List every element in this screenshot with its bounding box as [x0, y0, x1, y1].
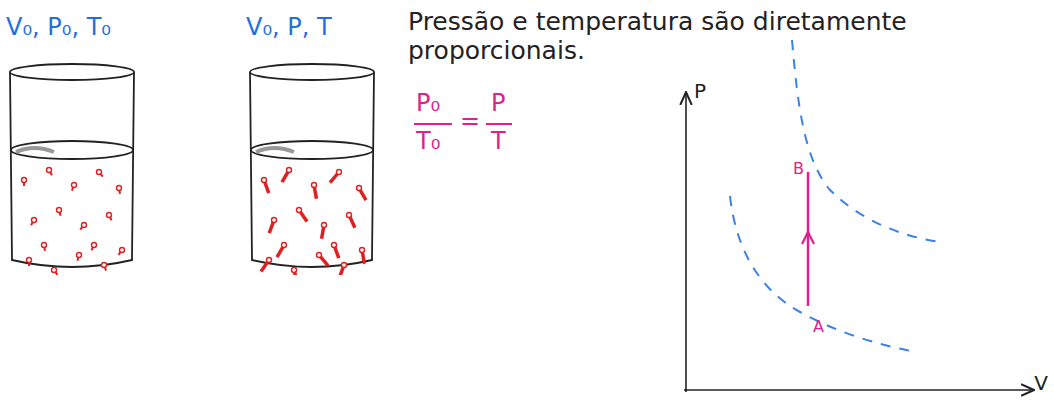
point-label: A	[813, 318, 824, 336]
statement: Pressão e temperatura são diretamente pr…	[408, 8, 1008, 66]
p-axis	[685, 92, 687, 392]
state-label: V₀, P₀, T₀	[6, 14, 111, 42]
point-label: B	[793, 160, 804, 178]
fraction-bar	[414, 123, 452, 125]
process-line	[807, 172, 810, 306]
isotherm	[792, 40, 940, 242]
equation-term: P	[491, 90, 505, 118]
fraction-bar	[486, 123, 512, 125]
process-arrowhead	[802, 232, 814, 244]
axis-label: V	[1034, 372, 1048, 395]
state-label: V₀, P, T	[246, 14, 332, 42]
beaker-drawing	[244, 60, 384, 275]
equation-term: P₀	[416, 90, 440, 118]
equation-term: T	[491, 128, 506, 156]
equation-term: T₀	[416, 128, 440, 156]
axis-label: P	[694, 80, 706, 103]
isotherm	[730, 196, 916, 352]
beaker-drawing	[4, 60, 144, 275]
beaker: V₀, P₀, T₀	[4, 14, 144, 284]
v-axis	[684, 389, 1034, 391]
equation-sign: =	[460, 108, 480, 136]
beaker: V₀, P, T	[244, 14, 384, 284]
